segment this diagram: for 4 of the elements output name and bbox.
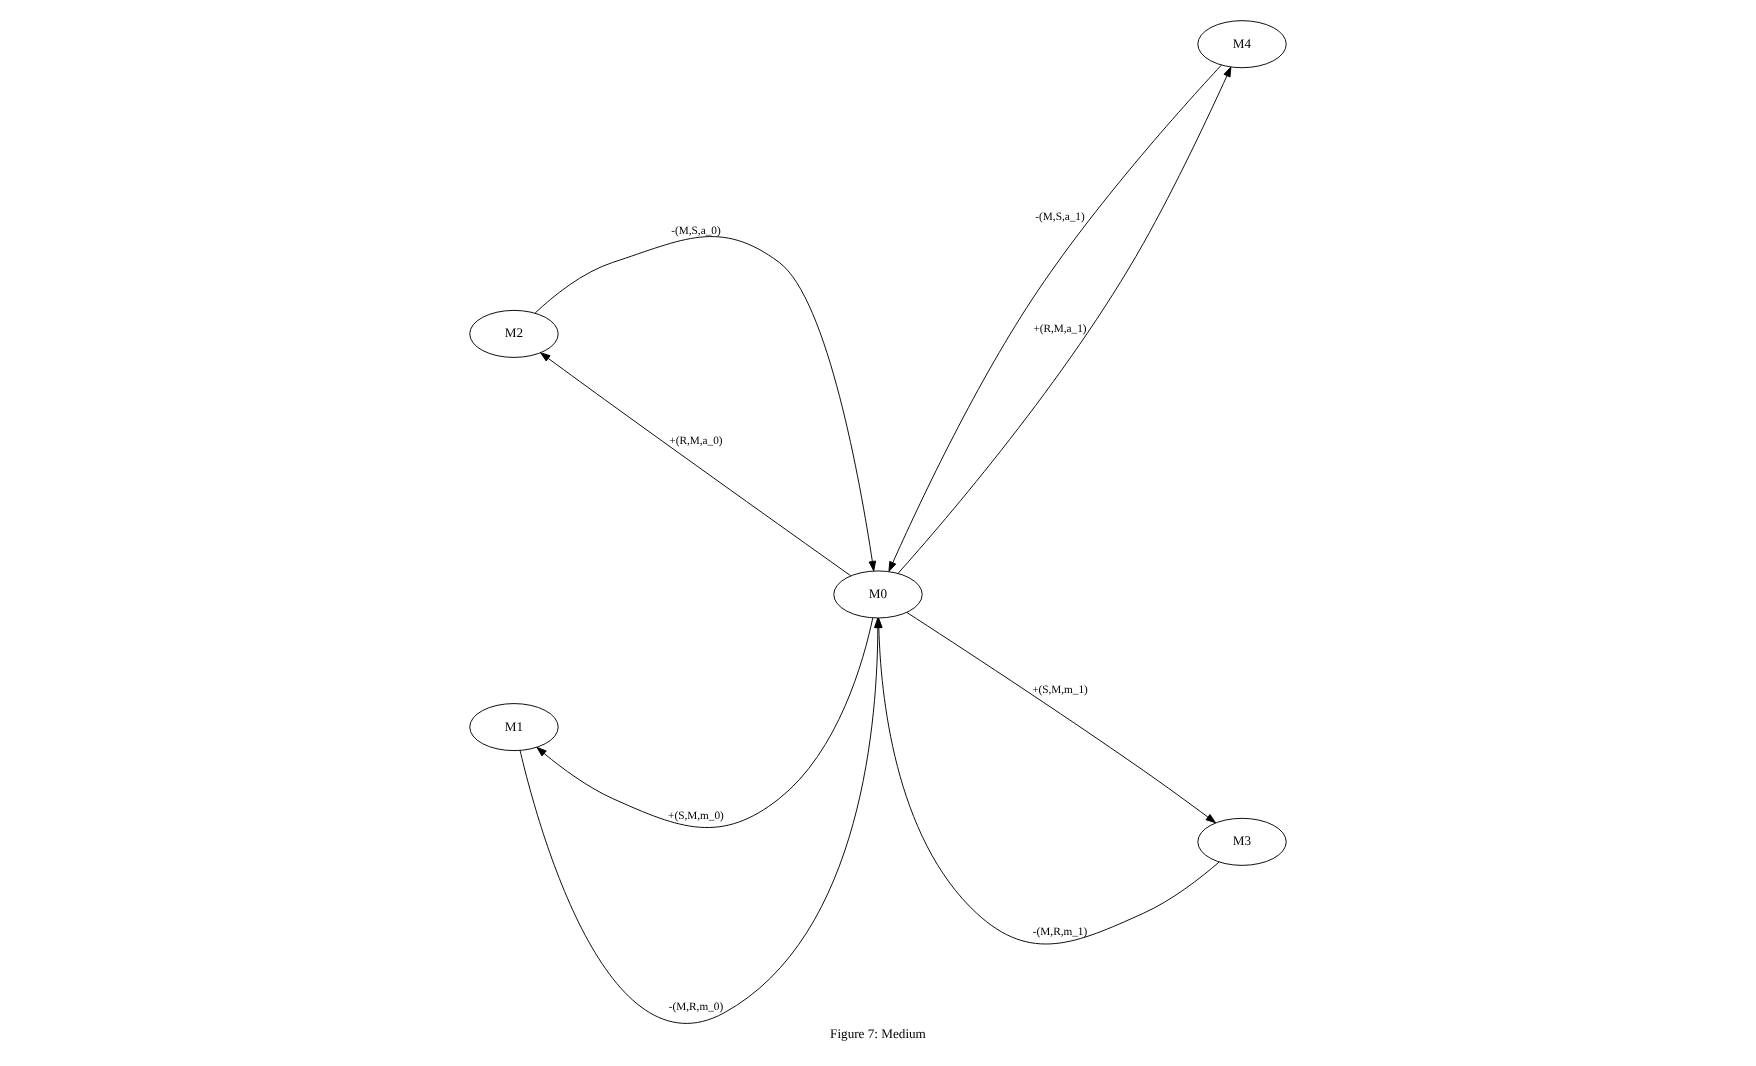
arrow: [536, 617, 874, 828]
arrow: [534, 236, 877, 572]
arrow: [540, 352, 852, 577]
arrow: [906, 612, 1217, 824]
